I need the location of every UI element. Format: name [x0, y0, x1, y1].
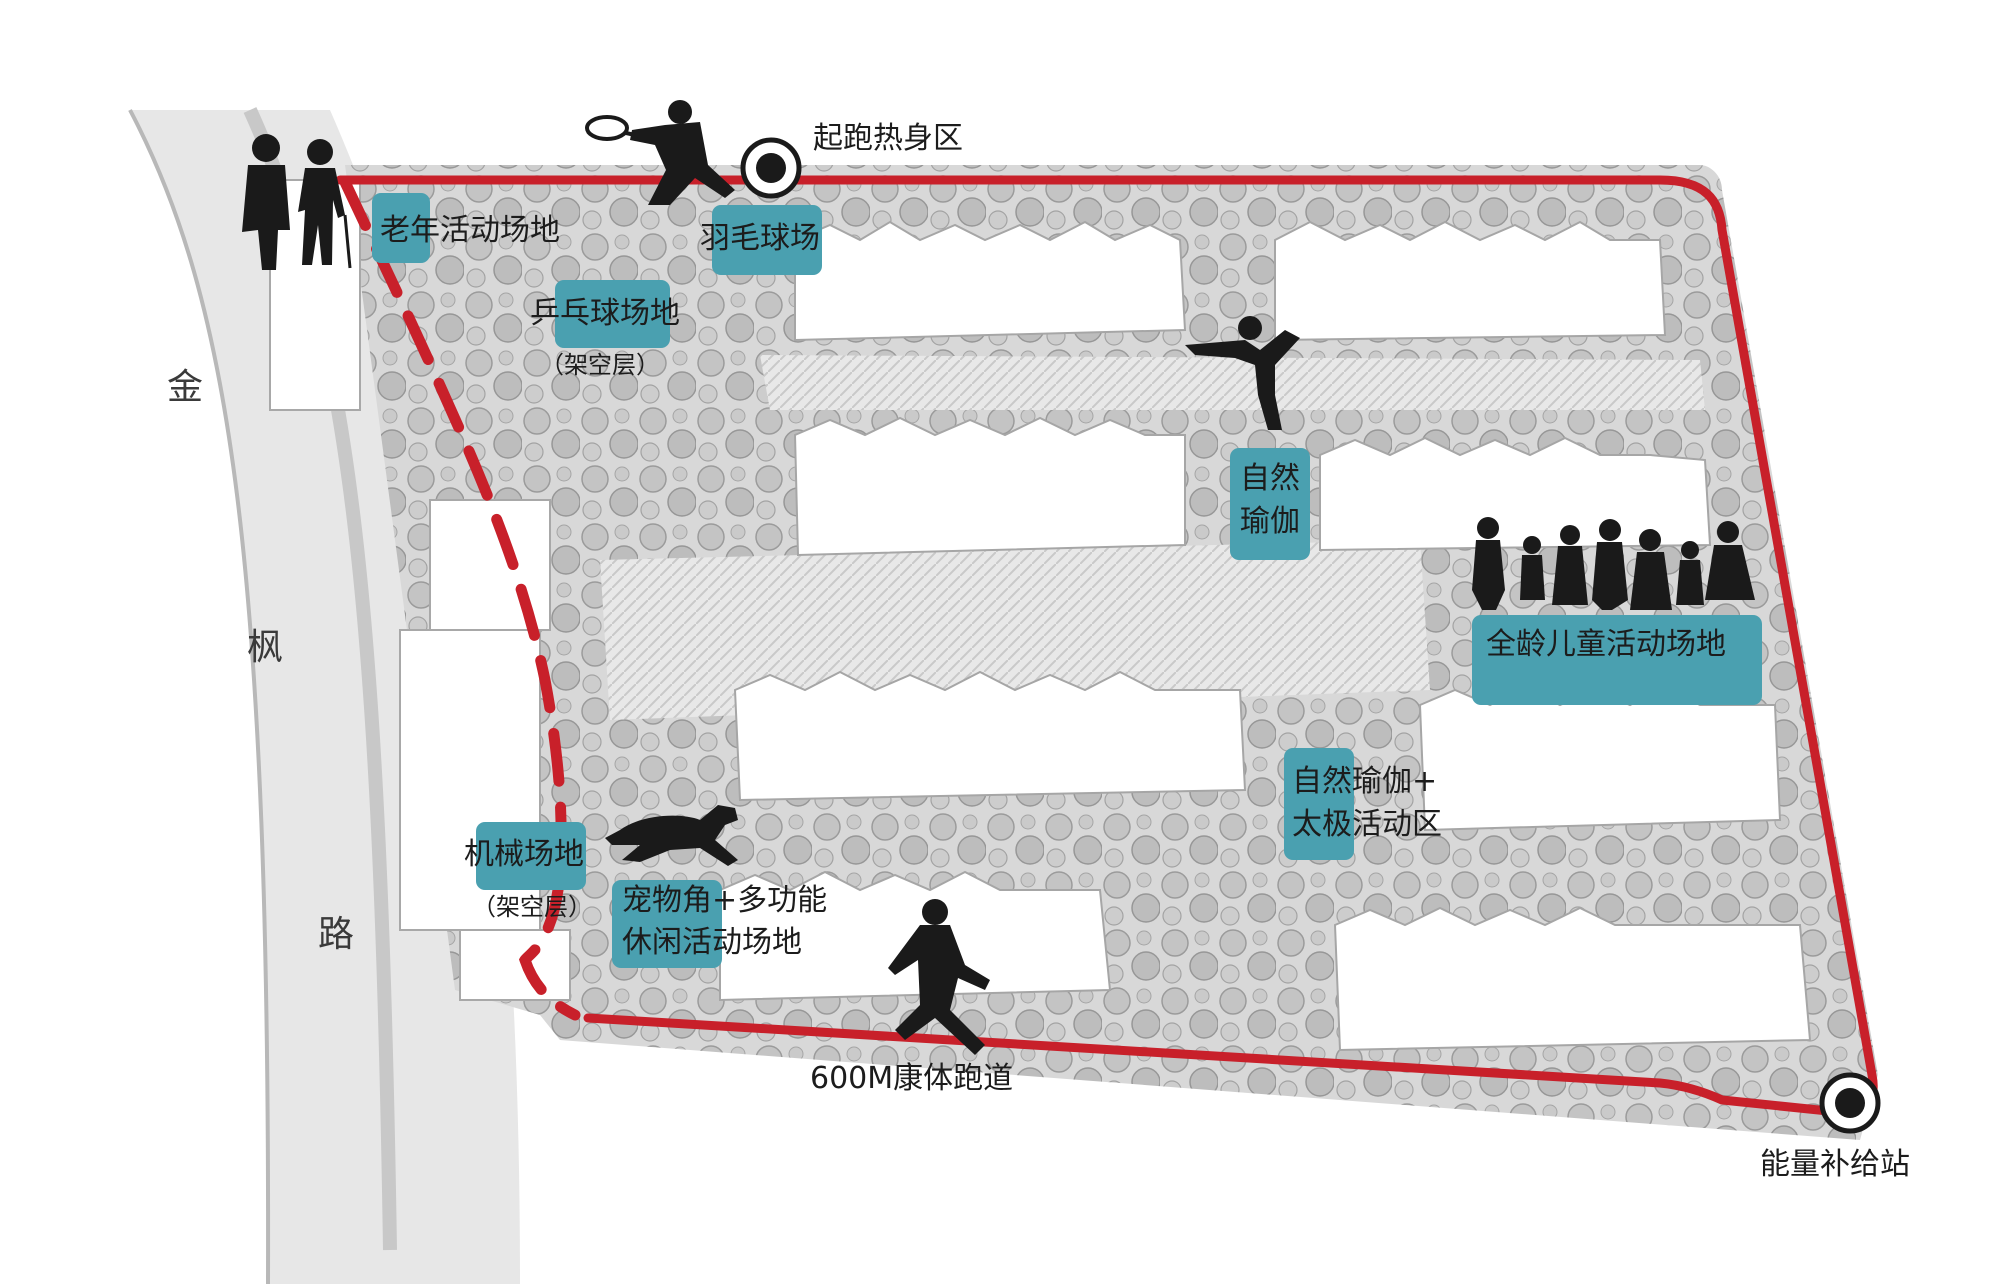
label-taichi-2: 太极活动区 [1292, 807, 1442, 842]
badge-pingpong [555, 280, 670, 348]
energy-station-marker-icon [1819, 1072, 1881, 1134]
label-pingpong: 乒乓球场地 [530, 296, 680, 331]
yoga-pose-icon [1185, 316, 1300, 430]
label-children: 全龄儿童活动场地 [1486, 627, 1726, 662]
west-buildings [269, 179, 571, 1001]
label-yoga-2: 瑜伽 [1240, 504, 1300, 539]
start-point-marker-icon [740, 137, 802, 199]
label-start-zone: 起跑热身区 [813, 121, 963, 156]
badge-badminton [712, 205, 822, 275]
label-taichi-1: 自然瑜伽+ [1292, 764, 1438, 799]
elderly-couple-icon [242, 134, 352, 270]
running-dog-icon [605, 805, 738, 866]
label-badminton: 羽毛球场 [700, 221, 820, 256]
label-fitness-note: （架空层） [472, 893, 592, 921]
north-promenade [760, 355, 1705, 410]
label-pet-1: 宠物角+多功能 [622, 883, 828, 918]
badge-elderly [372, 193, 430, 263]
label-energy-station: 能量补给站 [1760, 1147, 1910, 1182]
badge-children [1472, 615, 1762, 705]
label-pingpong-note: （架空层） [540, 351, 660, 379]
runner-icon [888, 899, 990, 1055]
road-name-char-3: 路 [318, 914, 355, 955]
badge-fitness [476, 822, 586, 890]
tennis-player-icon [585, 100, 735, 205]
road-name-char-1: 金 [167, 367, 204, 408]
fitness-track-dashed [339, 176, 581, 1021]
central-garden [600, 540, 1430, 720]
badge-yoga [1230, 448, 1310, 560]
badge-pet [612, 880, 722, 968]
label-yoga-1: 自然 [1240, 461, 1300, 496]
road-edge [128, 109, 271, 1284]
label-pet-2: 休闲活动场地 [622, 925, 802, 960]
badge-taichi [1284, 748, 1354, 860]
road-name-char-2: 枫 [247, 627, 284, 668]
residential-blocks [719, 220, 1812, 1052]
children-group-icon [1472, 517, 1755, 610]
label-fitness: 机械场地 [464, 837, 584, 872]
label-elderly: 老年活动场地 [380, 213, 560, 248]
label-track: 600M康体跑道 [810, 1061, 1014, 1096]
